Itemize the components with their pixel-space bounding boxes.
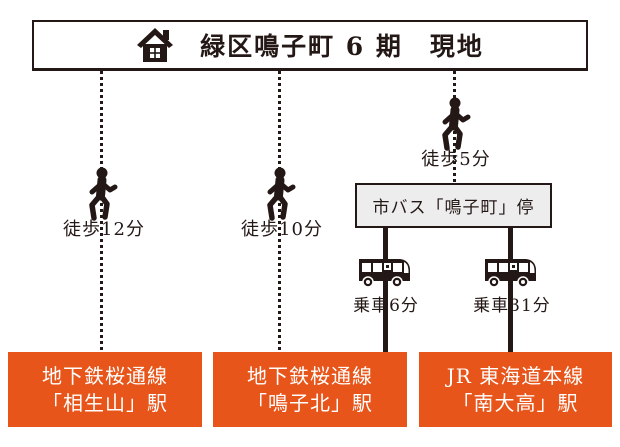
walk-time-label-right: 徒歩5分 xyxy=(421,149,491,170)
bus-stop-label: 市バス「鳴子町」停 xyxy=(372,198,535,218)
bus-icon xyxy=(356,253,414,291)
station-name: 「鳴子北」駅 xyxy=(247,390,373,415)
site-title: 緑区鳴子町 6 期 現地 xyxy=(200,32,484,61)
station-line-name: 地下鉄桜通線 xyxy=(247,363,373,388)
walker-icon xyxy=(432,96,478,152)
bus-route-line-left xyxy=(383,228,388,352)
site-box: 緑区鳴子町 6 期 現地 xyxy=(32,20,588,71)
bus-icon xyxy=(482,253,540,291)
ride-time-label-right: 乗車31分 xyxy=(473,296,551,316)
station-box-minamiodaka: JR 東海道本線 「南大高」駅 xyxy=(419,352,612,427)
bus-route-line-right xyxy=(508,228,513,352)
walk-route-dotted-line-middle xyxy=(278,71,281,352)
station-name: 「相生山」駅 xyxy=(42,390,168,415)
station-box-narukokita: 地下鉄桜通線 「鳴子北」駅 xyxy=(213,352,407,427)
walker-icon xyxy=(257,166,303,222)
walker-icon xyxy=(79,166,125,222)
walk-time-label-left: 徒歩12分 xyxy=(63,219,145,240)
house-icon xyxy=(136,26,174,64)
walk-time-label-middle: 徒歩10分 xyxy=(241,219,323,240)
bus-stop-box: 市バス「鳴子町」停 xyxy=(355,183,552,228)
walk-route-dotted-line-left xyxy=(100,71,103,352)
station-box-aioiyama: 地下鉄桜通線 「相生山」駅 xyxy=(8,352,202,427)
station-name: 「南大高」駅 xyxy=(452,390,579,415)
station-line-name: 地下鉄桜通線 xyxy=(42,363,168,388)
ride-time-label-left: 乗車6分 xyxy=(353,296,419,316)
station-line-name: JR 東海道本線 xyxy=(446,363,585,388)
